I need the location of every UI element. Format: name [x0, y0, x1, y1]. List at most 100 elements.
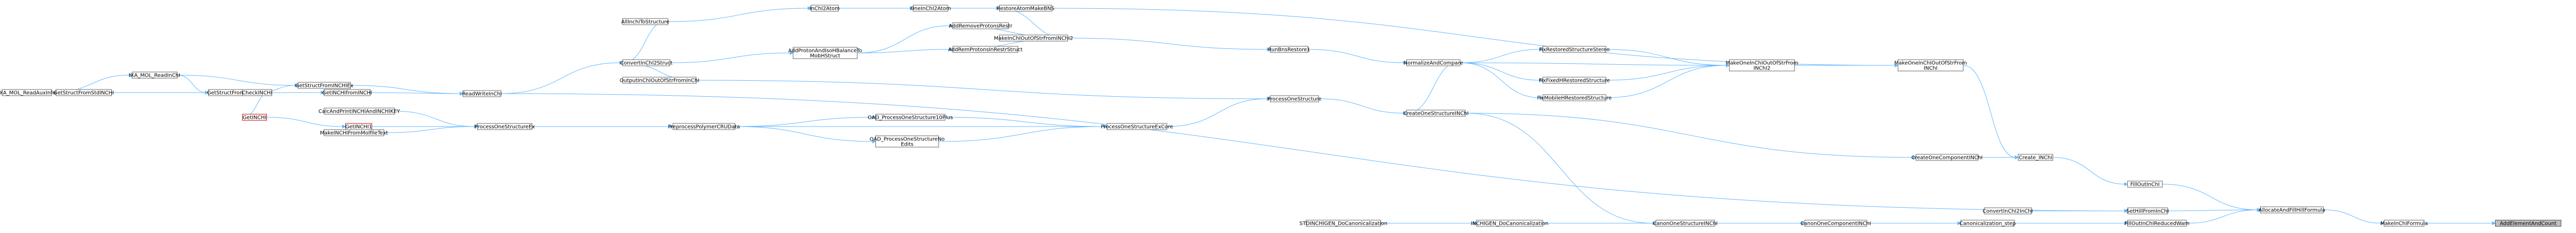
edge-line [1606, 49, 1727, 66]
node-calcandprintinchiandinchikey[interactable]: CalcAndPrintINCHIAndINCHIKEY [318, 107, 400, 115]
node-filloutinchi[interactable]: FillOutInChI [2127, 181, 2163, 188]
node-label: INChI [1924, 66, 1938, 71]
node-box [2260, 206, 2324, 213]
node-label: Canonicalization_step [1959, 221, 2015, 227]
edge-createonestructureinchi-to-normalizeandcompare [1406, 61, 1461, 114]
node-inchi2atom[interactable]: InChI2Atom [810, 5, 840, 12]
node-create-inchi[interactable]: Create_INChI [2018, 154, 2054, 161]
node-canononestructureinchi[interactable]: CanonOneStructureINChI [1653, 220, 1718, 227]
node-box [477, 123, 533, 130]
node-getstructfromstdinchi[interactable]: GetStructFromStdINCHI [54, 89, 114, 96]
node-addremprotonsinrestrstruct[interactable]: AddRemProtonsInRestrStruct [948, 46, 1023, 53]
node-ixa-mol-readauxinfo[interactable]: IXA_MOL_ReadAuxInfo [0, 89, 56, 96]
edge-line [1460, 62, 1540, 81]
node-box [999, 5, 1053, 12]
node-readwriteinchi[interactable]: ReadWriteInChI [462, 90, 502, 97]
node-label: INCHIGEN_DoCanonicalization [1471, 221, 1549, 227]
node-box [792, 47, 858, 59]
node-fixfixedhrestoredstructure[interactable]: FixFixedHRestoredStructure [1539, 77, 1610, 84]
node-box [1543, 77, 1606, 84]
node-label: ProcessOneStructure [1267, 97, 1321, 102]
node-ixa-mol-readinchi[interactable]: IXA_MOL_ReadInChI [129, 71, 180, 79]
edge-filloutinchireducedwarn-to-allocateandfillhillformula [2186, 208, 2261, 224]
edge-line [2186, 209, 2258, 224]
edge-line [2162, 184, 2258, 210]
node-restoreatommakebns[interactable]: RestoreAtomMakeBNS [997, 5, 1054, 12]
node-checkinchi[interactable]: CheckINCHI [242, 89, 273, 96]
node-createonestructureinchi[interactable]: CreateOneStructureINChI [1403, 110, 1469, 117]
edge-fixmobilehrestoredstructure-to-makeoneinchioutofstrfrominchi2 [1606, 63, 1730, 98]
node-canononecomponentinchi[interactable]: CanonOneComponentINChI [1801, 220, 1871, 227]
node-box [324, 129, 384, 136]
node-layer: AddElementAndCount MakeInChIFormula Alloca… [0, 5, 2562, 227]
node-outputinchioutofstrfrominchi[interactable]: OutputInChIOutOfStrFromInChI [620, 77, 700, 84]
node-allocateandfillhillformula[interactable]: AllocateAndFillHillFormula [2259, 206, 2325, 213]
edge-arrowhead [1473, 221, 1477, 225]
node-fixmobilehrestoredstructure[interactable]: FixMobileHRestoredStructure [1537, 94, 1612, 101]
node-getinchi1[interactable]: GetINCHI1 [345, 123, 372, 130]
node-normalizeandcompare[interactable]: NormalizeAndCompare [1403, 59, 1463, 66]
edge-getinchi-to-getinchi1 [266, 117, 346, 129]
edge-line [1318, 98, 1404, 114]
node-oneinchi2atom[interactable]: OneInChI2Atom [910, 5, 951, 12]
node-makeinchioutofstrfrominchi2[interactable]: MakeInChIOutOfStrFromINChI2 [994, 34, 1073, 42]
edge-line [938, 126, 1105, 142]
node-createonecomponentinchi[interactable]: CreateOneComponentINChI [1911, 154, 1982, 161]
edge-arrowhead [1539, 78, 1544, 82]
edge-ixa_mol_readinchi-to-getstructfrominchi [177, 75, 209, 95]
edge-canononestructureinchi-to-canononecomponentinchi [1715, 221, 1806, 225]
node-box [1107, 123, 1167, 130]
node-oad-processonestructure1[interactable]: OAD_ProcessOneStructure10Plus [868, 114, 953, 121]
edge-arrowhead [2014, 155, 2019, 159]
node-addremoveprotonsrestr[interactable]: AddRemoveProtonsRestr [949, 22, 1013, 29]
node-convertinchi2inchi[interactable]: ConvertInChI2InChI [1983, 207, 2033, 214]
node-box [1655, 220, 1715, 227]
node-label: IXA_MOL_ReadInChI [129, 73, 180, 79]
node-fixrestoredstructurestereo[interactable]: FixRestoredStructureStereo [1539, 46, 1609, 53]
node-getinchifrominchi[interactable]: GetINCHIfromINCHI [322, 89, 372, 96]
node-box [622, 77, 697, 84]
node-addelementandcount[interactable]: AddElementAndCount [2495, 220, 2562, 227]
edge-arrowhead [1726, 63, 1730, 67]
node-getstructfrominchiex[interactable]: GetStructFromINCHIEx [295, 82, 353, 89]
node-preprocesspolymercrudata[interactable]: PreprocessPolymerCRUData [668, 123, 740, 130]
node-convertinchi2struct[interactable]: ConvertInChI2Struct [620, 59, 673, 66]
node-label: GetINCHIfromINCHI [322, 91, 372, 96]
node-label: GetStructFromINCHIEx [295, 83, 353, 89]
node-getinchi[interactable]: GetINCHI [242, 114, 267, 121]
node-label: ProcessOneStructureEx [474, 124, 535, 130]
node-box [810, 5, 839, 12]
node-canonicalization-step[interactable]: Canonicalization_step [1959, 220, 2015, 227]
edge-processonestructureexcore-to-processonestructure [1166, 97, 1271, 127]
node-allinchitostructure[interactable]: AllInchiToStructure [621, 18, 669, 25]
node-label: AllocateAndFillHillFormula [2259, 208, 2325, 213]
node-filloutinchireducedwarn[interactable]: FillOutInChIReducedWarn [2125, 220, 2190, 227]
edge-line [177, 75, 206, 93]
edge-arrowhead [1539, 47, 1544, 51]
node-box [875, 135, 939, 148]
node-stdinchigen-docanonicalization[interactable]: STDINCHIGEN_DoCanonicalization [1299, 220, 1387, 227]
edge-inchi2atom-to-oneinchi2atom [838, 6, 914, 10]
node-box [1729, 59, 1795, 71]
node-label: GetStructFromINCHI [207, 91, 259, 96]
edge-arrowhead [996, 6, 1000, 10]
node-makeinchiformula[interactable]: MakeInChIFormula [2380, 220, 2428, 227]
node-runbnsrestore1[interactable]: RunBnsRestore1 [1268, 46, 1310, 53]
node-sethillfrominchi[interactable]: SetHillFromInChI [2126, 207, 2169, 214]
node-inchigen-docanonicalization[interactable]: INCHIGEN_DoCanonicalization [1471, 220, 1549, 227]
node-label: AddRemoveProtonsRestr [949, 24, 1013, 29]
node-box [55, 89, 112, 96]
node-makeinchifrommolfiletext[interactable]: MakeINCHIFromMolfileText [320, 129, 388, 136]
node-processonestructureexcore[interactable]: ProcessOneStructureExCore [1101, 123, 1173, 130]
node-processonestructureex[interactable]: ProcessOneStructureEx [474, 123, 535, 130]
node-processonestructure[interactable]: ProcessOneStructure [1267, 95, 1321, 102]
node-label: FixRestoredStructureStereo [1539, 47, 1609, 53]
edge-line [945, 117, 1105, 127]
node-box [1269, 95, 1319, 102]
edge-arrowhead [619, 61, 623, 65]
edge-outputinchioutofstrfrominchi-to-processonestructure [696, 80, 1271, 101]
